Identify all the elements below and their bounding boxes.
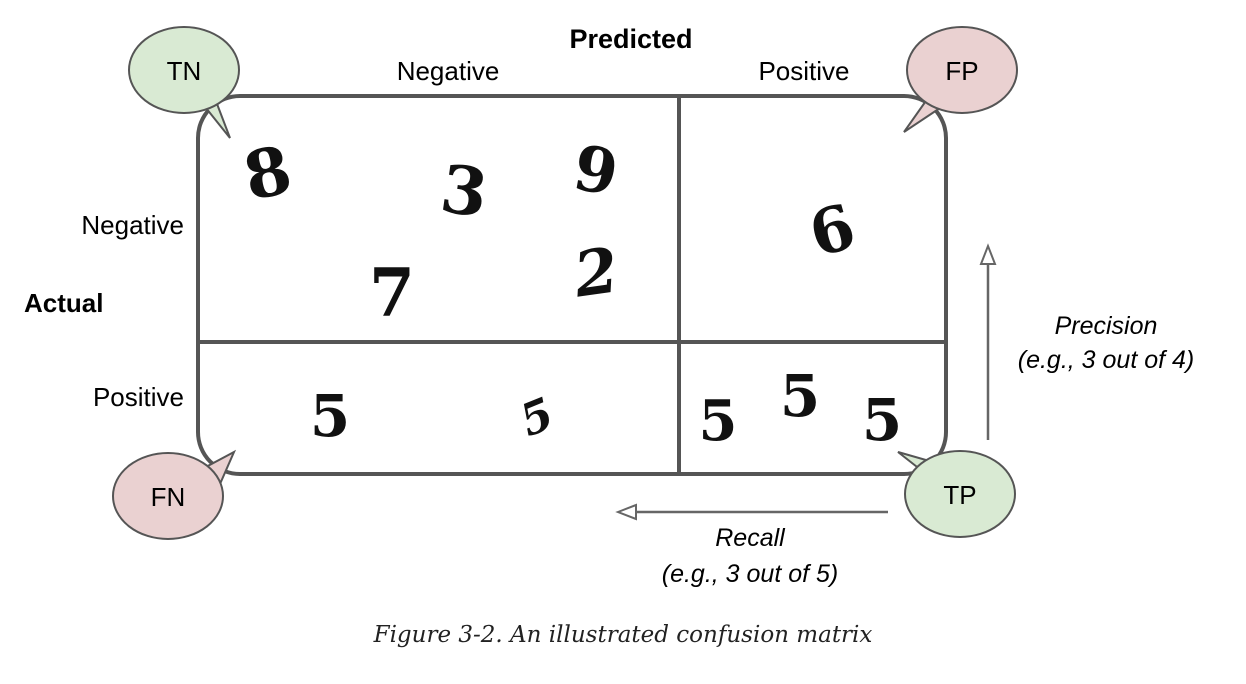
tn-digit: 9: [568, 131, 623, 210]
recall-arrow-head: [615, 503, 637, 521]
precision-example: (e.g., 3 out of 4): [1018, 346, 1195, 374]
tn-digit: 8: [237, 130, 298, 216]
tp-digit: 5: [862, 386, 902, 454]
tn-bubble-label: TN: [167, 56, 202, 86]
tn-bubble: TN: [128, 26, 240, 139]
predicted-positive-label: Positive: [758, 56, 849, 86]
fp-bubble-shape: [906, 26, 1018, 114]
recall-arrow: [615, 503, 888, 521]
recall-example: (e.g., 3 out of 5): [662, 560, 839, 588]
tp-bubble-shape: [904, 450, 1016, 538]
actual-axis-label: Actual: [24, 288, 103, 318]
tp-bubble: TP: [897, 450, 1016, 538]
precision-arrow-head: [979, 243, 997, 265]
fn-bubble-label: FN: [151, 482, 186, 512]
tp-bubble-label: TP: [943, 480, 976, 510]
predicted-negative-label: Negative: [397, 56, 500, 86]
fp-digit: 6: [801, 189, 863, 271]
fn-bubble-shape: [112, 452, 224, 540]
matrix-border: [196, 94, 948, 476]
actual-negative-label: Negative: [81, 210, 184, 240]
precision-arrow: [979, 243, 997, 440]
tp-digit: 5: [699, 388, 738, 454]
fn-digit: 5: [513, 388, 560, 447]
tp-cell: 5 5 5: [699, 362, 903, 454]
fp-bubble-label: FP: [945, 56, 978, 86]
tn-digit: 7: [369, 254, 415, 332]
fn-digit: 5: [310, 382, 350, 450]
tn-digit: 2: [569, 233, 623, 311]
recall-title: Recall: [715, 524, 786, 552]
matrix-grid: [196, 94, 948, 476]
predicted-axis-label: Predicted: [569, 24, 692, 54]
tn-cell: 8 3 9 7 2: [237, 130, 623, 332]
actual-positive-label: Positive: [93, 382, 184, 412]
fn-cell: 5 5: [310, 382, 561, 450]
tp-digit: 5: [780, 362, 820, 430]
fp-cell: 6: [801, 189, 863, 271]
precision-title: Precision: [1055, 312, 1158, 340]
fp-bubble: FP: [903, 26, 1018, 133]
fn-bubble: FN: [112, 449, 237, 540]
tn-bubble-shape: [128, 26, 240, 114]
figure-caption: Figure 3-2. An illustrated confusion mat…: [373, 622, 873, 648]
tn-digit: 3: [436, 149, 492, 233]
